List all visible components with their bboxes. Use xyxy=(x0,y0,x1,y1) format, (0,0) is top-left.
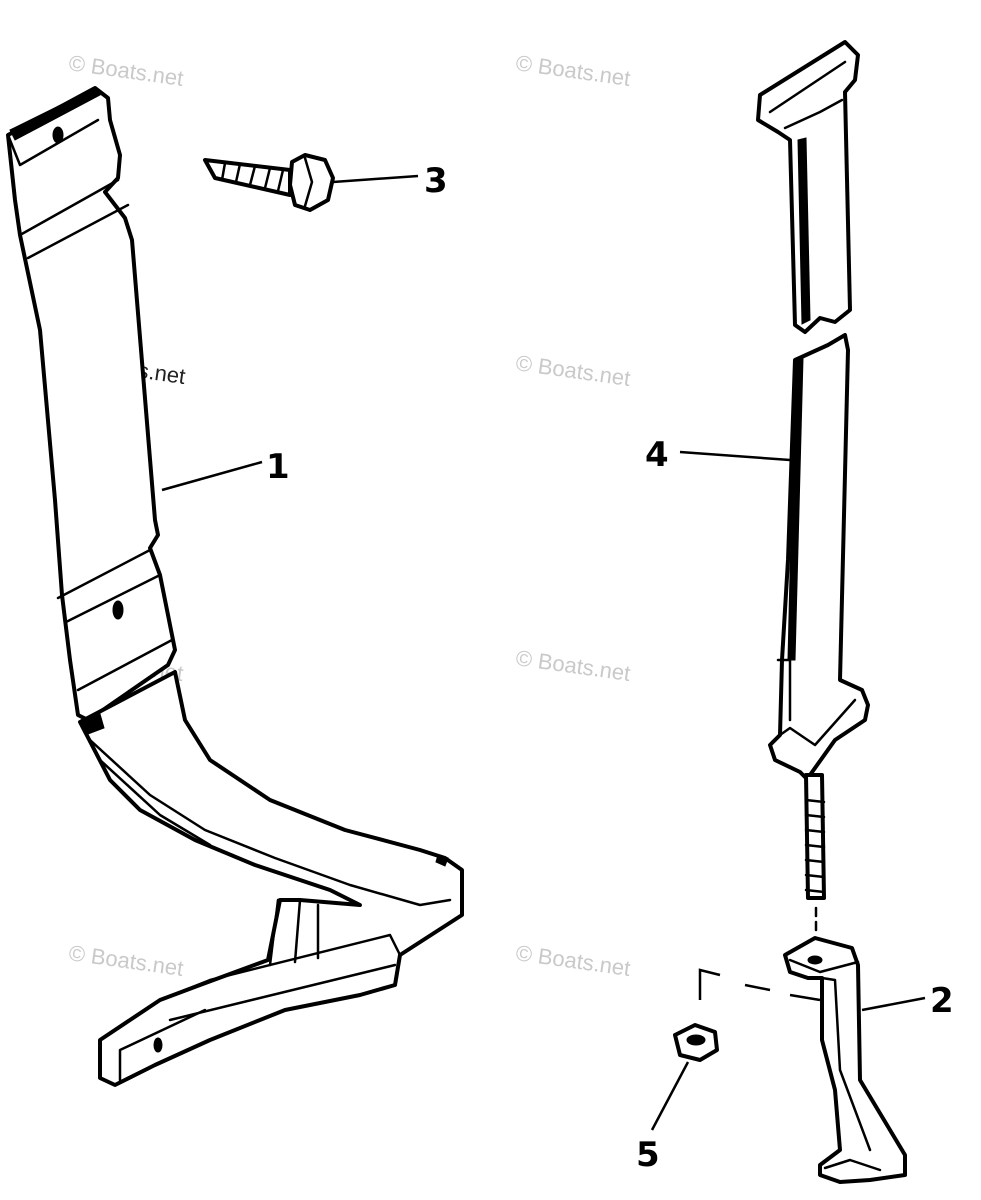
nut-part-5 xyxy=(673,1023,719,1062)
screw-part-3 xyxy=(203,153,335,212)
bracket-part-1 xyxy=(6,86,464,1087)
callout-5: 5 xyxy=(636,1135,660,1175)
callout-4: 4 xyxy=(645,435,669,475)
watermark-3: © Boats.net xyxy=(514,350,632,391)
watermark-1: © Boats.net xyxy=(67,50,185,91)
small-bracket-hole-icon xyxy=(807,955,823,965)
callout-1: 1 xyxy=(266,447,290,487)
bracket-hole-middle-icon xyxy=(112,600,124,620)
callout-3: 3 xyxy=(424,161,448,201)
watermark-4: © Boats.net xyxy=(514,645,632,686)
watermark-2: © Boats.net xyxy=(514,50,632,91)
callouts: 3 1 4 2 5 xyxy=(266,161,954,1175)
watermark-6: © Boats.net xyxy=(67,940,185,981)
assembly-dashed-line xyxy=(698,968,821,1002)
strap-part-4 xyxy=(756,40,870,937)
bracket-hole-top-icon xyxy=(52,126,64,144)
bracket-hole-foot-icon xyxy=(153,1037,163,1053)
small-bracket-part-2 xyxy=(698,936,907,1184)
callout-2: 2 xyxy=(930,981,954,1021)
leader-lines xyxy=(161,174,926,1131)
watermark-7: © Boats.net xyxy=(514,940,632,981)
